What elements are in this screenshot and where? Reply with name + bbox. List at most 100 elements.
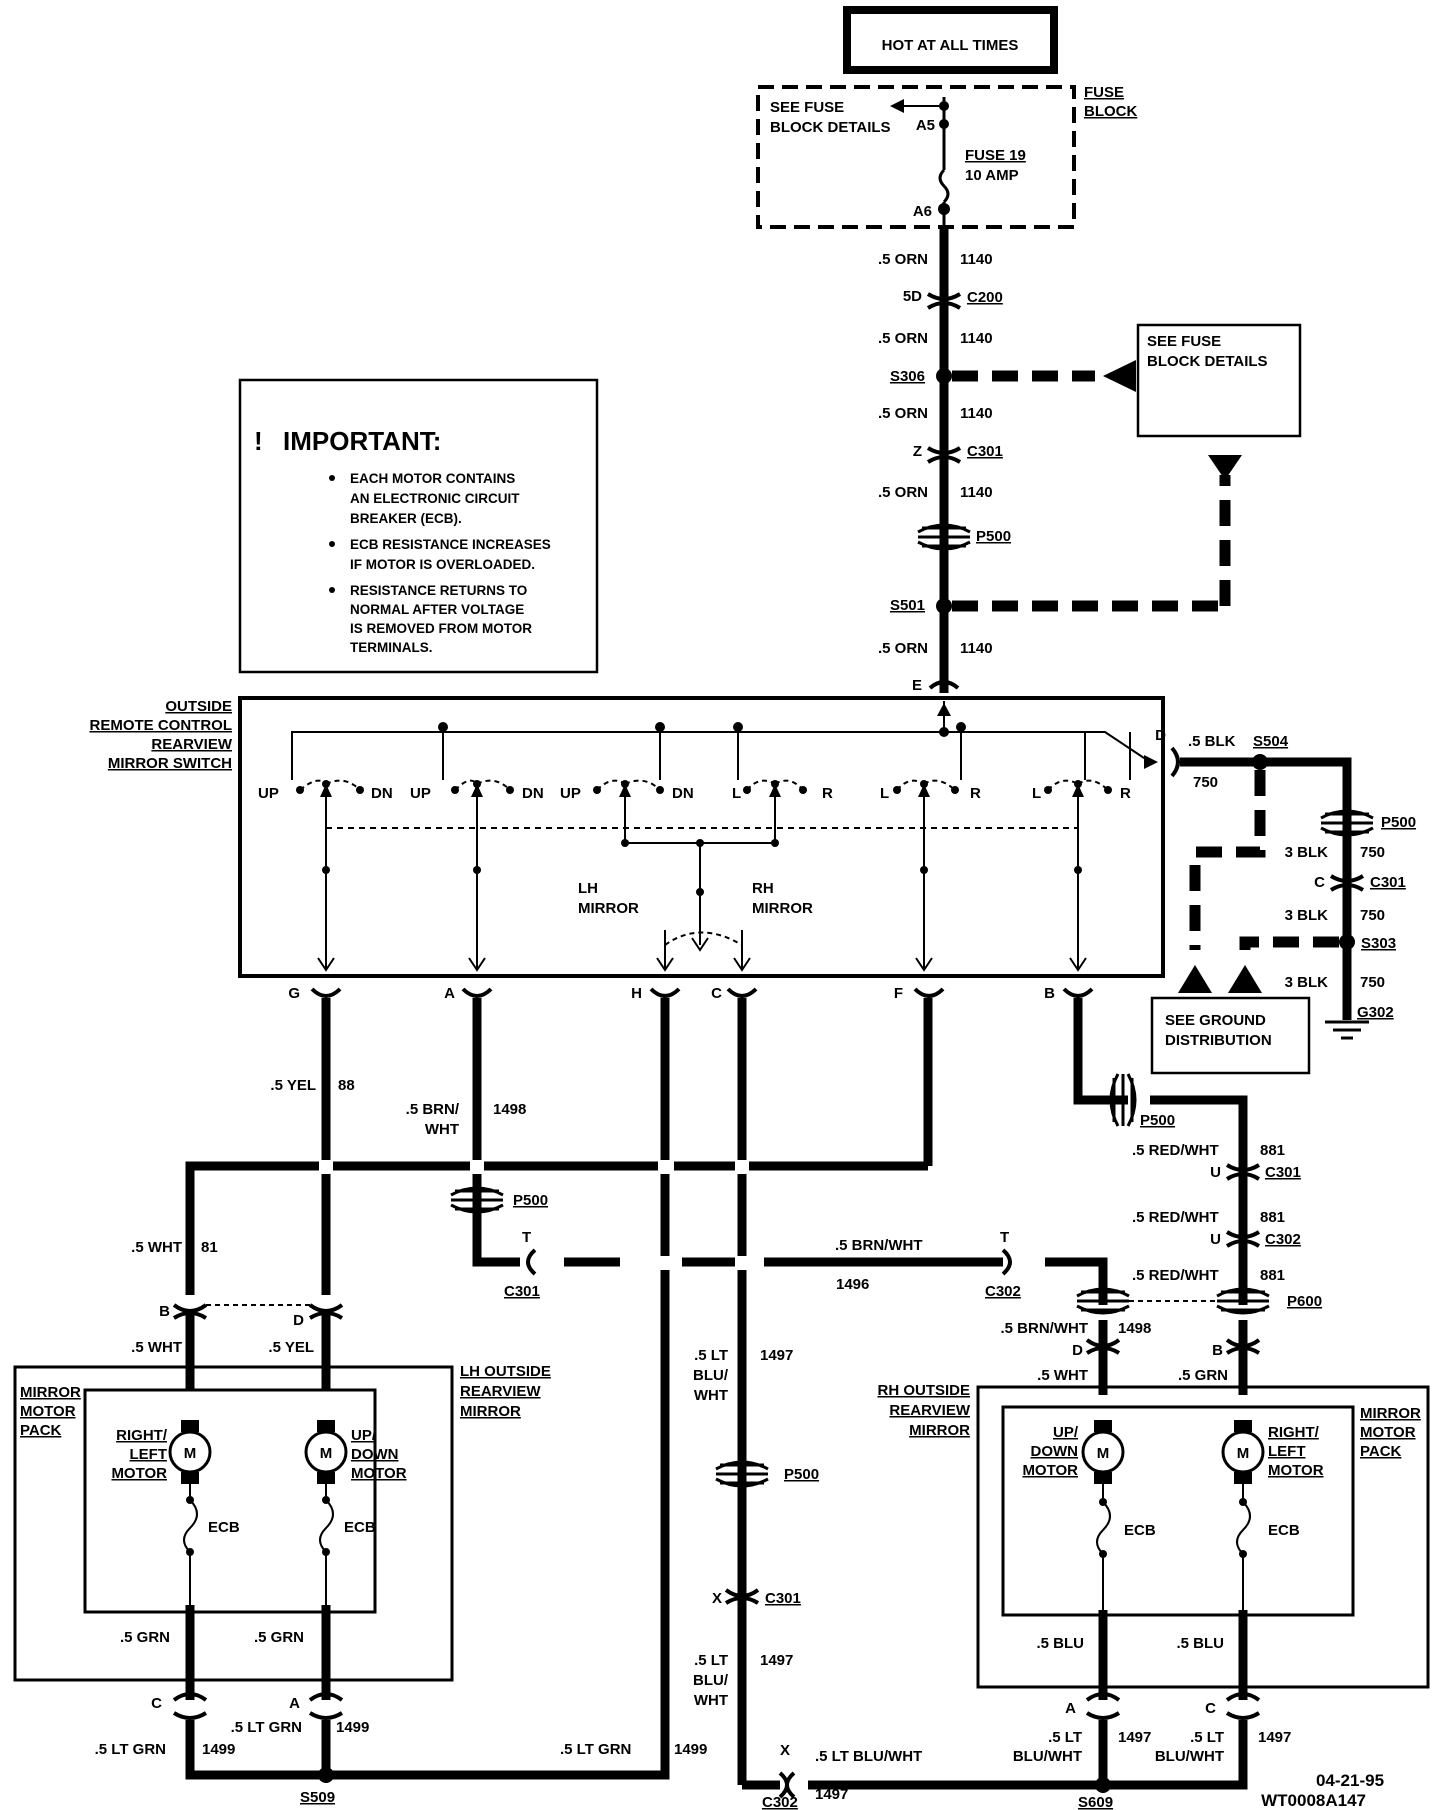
splice-label: S504: [1253, 733, 1289, 750]
motor-symbol: M: [320, 1445, 333, 1462]
wire-label: 3 BLK: [1285, 844, 1329, 861]
ecb-label: ECB: [344, 1519, 376, 1536]
motor-pack-label: PACK: [1360, 1443, 1402, 1460]
wire-label: .5 BLU: [1176, 1635, 1224, 1652]
pin-label: D: [1072, 1342, 1083, 1359]
power-source-label: HOT AT ALL TIMES: [882, 37, 1019, 54]
splice-s306: [936, 368, 952, 384]
lh-mirror: LH OUTSIDE REARVIEW MIRROR MIRROR MOTOR …: [13, 1363, 551, 1682]
circuit-label: 1497: [815, 1786, 848, 1803]
switch-rh-label: RH: [752, 880, 774, 897]
circuit-label: 1496: [836, 1276, 869, 1293]
mirror-switch: OUTSIDE REMOTE CONTROL REARVIEW MIRROR S…: [90, 696, 1165, 978]
ecb-label: ECB: [1124, 1522, 1156, 1539]
rh-mirror-title: RH OUTSIDE: [877, 1382, 970, 1399]
important-item: IS REMOVED FROM MOTOR: [350, 621, 532, 636]
motor-label: RIGHT/: [1268, 1424, 1320, 1441]
connector-label: C301: [1265, 1164, 1301, 1181]
wire-label: .5 GRN: [254, 1629, 304, 1646]
rh-mirror-title: MIRROR: [909, 1422, 970, 1439]
pin-label: B: [1212, 1342, 1223, 1359]
important-item: EACH MOTOR CONTAINS: [350, 471, 515, 486]
motor-label: DOWN: [1031, 1443, 1079, 1460]
important-mark: !: [254, 426, 263, 456]
splice-s501: [936, 598, 952, 614]
important-item: BREAKER (ECB).: [350, 511, 462, 526]
circuit-label: 1497: [760, 1652, 793, 1669]
motor-label: RIGHT/: [116, 1427, 168, 1444]
wire-label: WHT: [425, 1121, 459, 1138]
important-item: ECB RESISTANCE INCREASES: [350, 537, 551, 552]
circuit-label: 1140: [960, 330, 993, 347]
switch-pins: [310, 987, 1094, 998]
switch-lh-label: MIRROR: [578, 900, 639, 917]
connector-label: C301: [504, 1283, 540, 1300]
lh-bottom-connectors: C A .5 LT GRN 1499 .5 LT GRN 1499 S509: [95, 1692, 369, 1806]
switch-up: UP: [560, 785, 581, 802]
wire-label: .5 WHT: [1037, 1367, 1088, 1384]
important-item: RESISTANCE RETURNS TO: [350, 583, 527, 598]
wire-label: .5 LT GRN: [95, 1741, 166, 1758]
switch-l: L: [732, 785, 741, 802]
feed-wire: .5 ORN 1140 5D C200 .5 ORN 1140 S306 .5 …: [878, 227, 1011, 694]
wire-label: .5 WHT: [131, 1239, 182, 1256]
pin-label: X: [712, 1590, 722, 1607]
motor-pack-label: MOTOR: [1360, 1424, 1416, 1441]
connector-label: C200: [967, 289, 1003, 306]
pin-label: B: [159, 1303, 170, 1320]
diagram-footer: 04-21-95 WT0008A147: [1261, 1771, 1384, 1810]
wire-label: .5 ORN: [878, 484, 928, 501]
switch-dn: DN: [371, 785, 393, 802]
pin-a: A: [444, 985, 455, 1002]
wire-label: .5 GRN: [120, 1629, 170, 1646]
switch-up: UP: [410, 785, 431, 802]
motor-label: DOWN: [351, 1446, 399, 1463]
wire-label: .5 LT GRN: [231, 1719, 302, 1736]
circuit-label: 1499: [674, 1741, 707, 1758]
important-note: ! IMPORTANT: EACH MOTOR CONTAINS AN ELEC…: [238, 378, 599, 674]
fuse-name: FUSE 19: [965, 147, 1026, 164]
connector-label: C301: [967, 443, 1003, 460]
splice-s504: [1252, 754, 1268, 770]
switch-dn: DN: [672, 785, 694, 802]
connector-label: P500: [1140, 1112, 1175, 1129]
terminal-a6-label: A6: [913, 203, 932, 220]
wire-label: .5 ORN: [878, 330, 928, 347]
wire-label: .5 GRN: [1178, 1367, 1228, 1384]
motor-symbol: M: [1097, 1445, 1110, 1462]
connector-label: C302: [1265, 1231, 1301, 1248]
motor-pack-label: MIRROR: [20, 1384, 81, 1401]
splice-s609: [1095, 1777, 1111, 1793]
splice-label: S306: [890, 368, 925, 385]
ecb-label: ECB: [1268, 1522, 1300, 1539]
ecb-label: ECB: [208, 1519, 240, 1536]
pin-label: C: [1205, 1700, 1216, 1717]
lh-ud-motor: M: [304, 1420, 348, 1612]
fuse-details-note-2: BLOCK DETAILS: [770, 119, 891, 136]
wire-label: .5 LT: [694, 1347, 728, 1364]
important-item: IF MOTOR IS OVERLOADED.: [350, 557, 535, 572]
circuit-label: 1498: [493, 1101, 526, 1118]
important-title: IMPORTANT:: [283, 426, 441, 456]
connector-label: C302: [762, 1794, 798, 1810]
pin-c: C: [711, 985, 722, 1002]
pin-label: T: [1000, 1229, 1009, 1246]
switch-title: MIRROR SWITCH: [108, 755, 232, 772]
switch-r: R: [822, 785, 833, 802]
inline-p500-lh: [450, 1186, 504, 1214]
connector-c200: [926, 292, 962, 310]
pin-f: F: [894, 985, 903, 1002]
switch-up: UP: [258, 785, 279, 802]
motor-label: UP/: [351, 1427, 377, 1444]
inline-p500-feed: [917, 523, 971, 551]
rh-bottom-connectors: A C .5 LT BLU/WHT 1497 .5 LT BLU/WHT 149…: [1013, 1692, 1291, 1810]
note-text: SEE FUSE: [1147, 333, 1221, 350]
motor-pack-label: MOTOR: [20, 1403, 76, 1420]
circuit-label: 750: [1360, 844, 1385, 861]
motor-label: LEFT: [1268, 1443, 1306, 1460]
switch-dn: DN: [522, 785, 544, 802]
motor-pack-label: MIRROR: [1360, 1405, 1421, 1422]
inline-p500-rh: [1109, 1073, 1137, 1127]
pin-label: A: [289, 1695, 300, 1712]
